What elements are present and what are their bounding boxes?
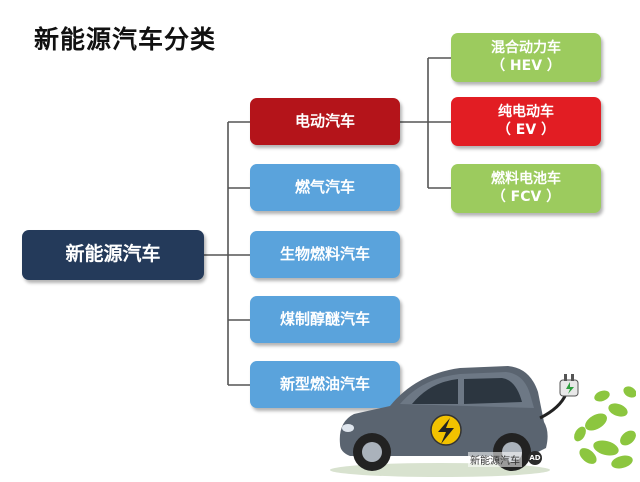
page-title: 新能源汽车分类 — [34, 25, 217, 54]
category-label: 燃气汽车 — [294, 178, 355, 197]
type-fuel-cell-fcv: 燃料电池车 （ FCV ） — [451, 164, 601, 213]
type-hybrid-hev: 混合动力车 （ HEV ） — [451, 33, 601, 82]
category-label: 煤制醇醚汽车 — [279, 310, 370, 329]
type-abbr: （ HEV ） — [491, 57, 561, 74]
lightning-bolt-icon — [438, 418, 454, 444]
category-biofuel-vehicle: 生物燃料汽车 — [250, 231, 400, 278]
category-label: 新型燃油汽车 — [279, 375, 370, 394]
root-node-label: 新能源汽车 — [65, 243, 161, 266]
ad-badge: AD — [528, 451, 542, 465]
root-node-new-energy-vehicle: 新能源汽车 — [22, 230, 204, 280]
category-label: 生物燃料汽车 — [279, 245, 370, 264]
category-new-fuel-vehicle: 新型燃油汽车 — [250, 361, 400, 408]
category-coal-alcohol-ether-vehicle: 煤制醇醚汽车 — [250, 296, 400, 343]
category-electric-vehicle: 电动汽车 — [250, 98, 400, 145]
leaf-decoration-icon — [574, 386, 637, 469]
category-label: 电动汽车 — [294, 112, 355, 131]
category-gas-vehicle: 燃气汽车 — [250, 164, 400, 211]
type-name: 燃料电池车 — [491, 171, 561, 187]
type-name: 纯电动车 — [498, 104, 554, 120]
type-abbr: （ EV ） — [496, 121, 556, 138]
type-abbr: （ FCV ） — [491, 188, 561, 205]
charging-plug-icon — [559, 374, 579, 397]
watermark-text: 新能源汽车 — [468, 452, 522, 467]
type-name: 混合动力车 — [491, 40, 561, 56]
type-battery-ev: 纯电动车 （ EV ） — [451, 97, 601, 146]
